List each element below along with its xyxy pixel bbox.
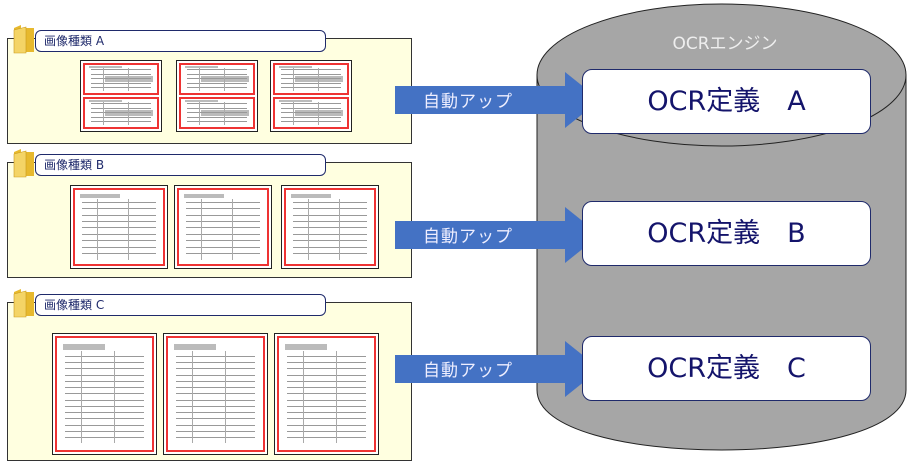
document-page (273, 63, 349, 95)
document-page (179, 63, 255, 95)
document-page (166, 336, 265, 452)
ocr-definition-b: OCR定義 B (582, 201, 871, 266)
document-page (277, 336, 376, 452)
auto-upload-label: 自動アップ (423, 92, 513, 112)
folder-icon (13, 149, 34, 178)
document-page (55, 336, 154, 452)
document-thumbnail (270, 60, 352, 132)
document-thumbnail (52, 333, 157, 455)
document-thumbnail (281, 185, 379, 269)
folder-icon (13, 289, 34, 318)
document-page (284, 188, 376, 266)
document-thumbnail (274, 333, 379, 455)
ocr-engine-label: OCRエンジン (672, 34, 778, 54)
document-page (179, 97, 255, 129)
auto-upload-label: 自動アップ (423, 361, 513, 381)
document-thumbnail (163, 333, 268, 455)
arrow-right-icon (395, 207, 600, 263)
document-thumbnail (80, 60, 162, 132)
folder-icon (13, 25, 34, 54)
arrow-right-icon (395, 72, 600, 128)
document-page (73, 188, 165, 266)
arrow-right-icon (395, 341, 600, 397)
auto-upload-arrow-a: 自動アップ (395, 72, 600, 128)
image-type-label-c: 画像種類 C (35, 294, 326, 316)
document-page (83, 63, 159, 95)
document-page (177, 188, 269, 266)
document-thumbnail (176, 60, 258, 132)
image-type-label-a: 画像種類 A (35, 30, 326, 52)
document-thumbnail (70, 185, 168, 269)
auto-upload-label: 自動アップ (423, 227, 513, 247)
auto-upload-arrow-b: 自動アップ (395, 207, 600, 263)
document-page (83, 97, 159, 129)
ocr-definition-a: OCR定義 A (582, 69, 871, 134)
document-page (273, 97, 349, 129)
ocr-definition-c: OCR定義 C (582, 336, 871, 401)
document-thumbnail (174, 185, 272, 269)
auto-upload-arrow-c: 自動アップ (395, 341, 600, 397)
image-type-label-b: 画像種類 B (35, 154, 326, 176)
